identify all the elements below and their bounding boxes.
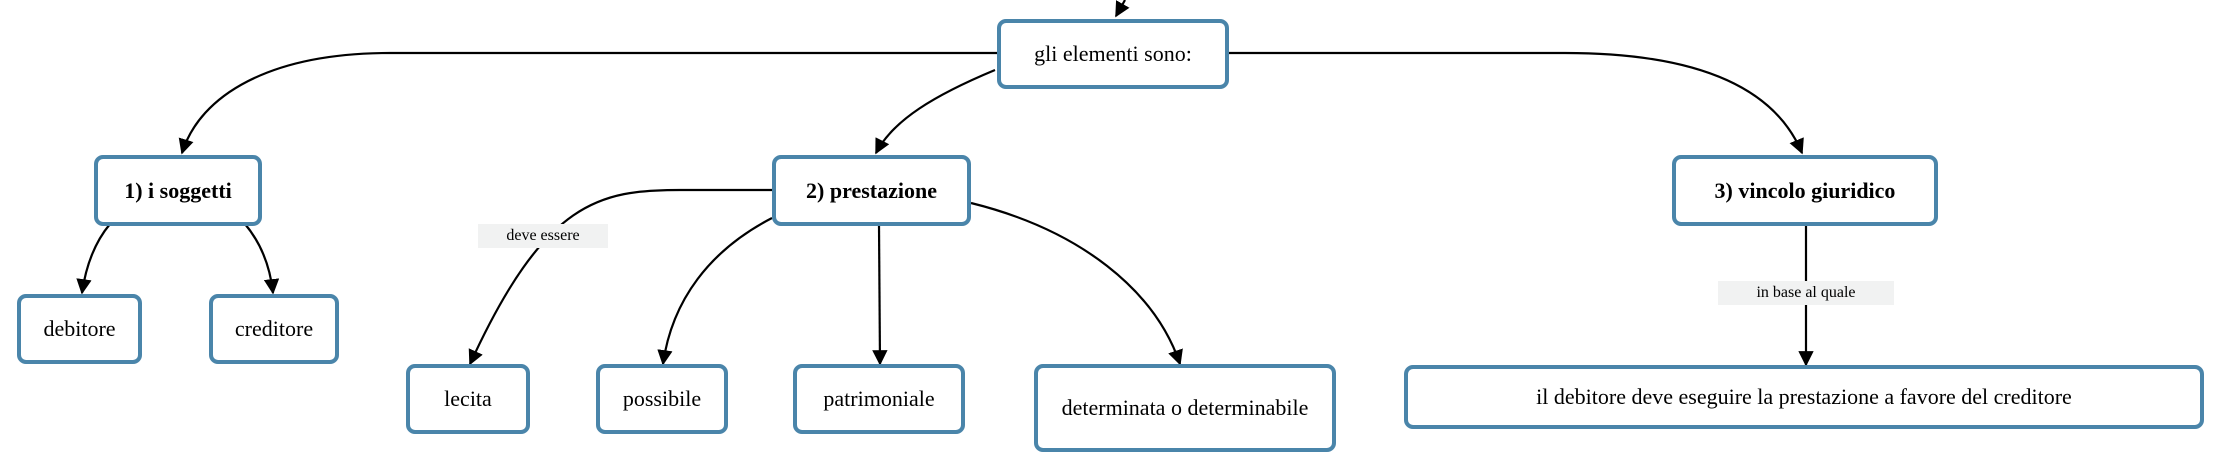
edge-prestazione-determinata bbox=[970, 201, 1183, 366]
edge-root-soggetti bbox=[178, 51, 997, 155]
edge-soggetti-debitore bbox=[76, 223, 111, 295]
edge-prestazione-patrimoniale bbox=[872, 224, 888, 366]
edge-prestazione-lecita bbox=[468, 188, 772, 366]
edge-incoming-root bbox=[1115, 0, 1130, 18]
node-prestazione: 2) prestazione bbox=[772, 155, 971, 226]
edge-soggetti-creditore bbox=[244, 223, 280, 295]
node-creditore: creditore bbox=[209, 294, 339, 364]
node-determinata-o-determinabile: determinata o determinabile bbox=[1034, 364, 1336, 452]
node-debitore-deve-eseguire: il debitore deve eseguire la prestazione… bbox=[1404, 365, 2204, 429]
node-vincolo-giuridico: 3) vincolo giuridico bbox=[1672, 155, 1938, 226]
edge-label-in-base-al-quale: in base al quale bbox=[1718, 281, 1894, 305]
edge-root-vincolo bbox=[1229, 51, 1804, 155]
node-patrimoniale: patrimoniale bbox=[793, 364, 965, 434]
edge-label-deve-essere: deve essere bbox=[478, 224, 608, 248]
node-i-soggetti: 1) i soggetti bbox=[94, 155, 262, 226]
node-debitore: debitore bbox=[17, 294, 142, 364]
node-possibile: possibile bbox=[596, 364, 728, 434]
edge-root-prestazione bbox=[875, 68, 996, 155]
edge-prestazione-possibile bbox=[657, 217, 773, 366]
node-gli-elementi-sono: gli elementi sono: bbox=[997, 19, 1229, 89]
node-lecita: lecita bbox=[406, 364, 530, 434]
